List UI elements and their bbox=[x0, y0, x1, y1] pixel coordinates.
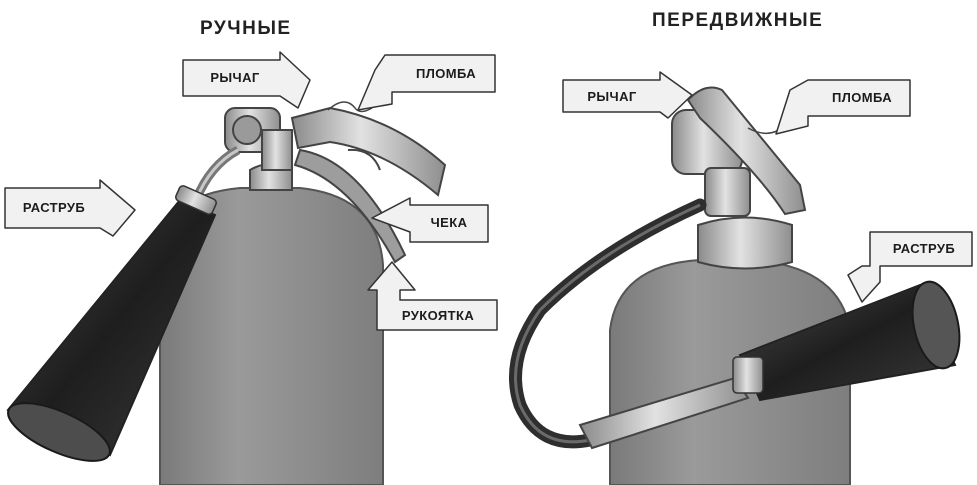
label-right-seal: ПЛОМБА bbox=[818, 90, 906, 105]
right-horn-clamp bbox=[733, 357, 763, 393]
left-lever bbox=[292, 108, 445, 195]
label-left-seal: ПЛОМБА bbox=[400, 66, 492, 81]
label-right-lever: РЫЧАГ bbox=[568, 89, 656, 104]
label-left-horn: РАСТРУБ bbox=[10, 200, 98, 215]
label-left-pin: ЧЕКА bbox=[412, 215, 486, 230]
label-left-lever: РЫЧАГ bbox=[196, 70, 274, 85]
heading-wheeled: ПЕРЕДВИЖНЫЕ bbox=[652, 10, 823, 32]
label-left-handle: РУКОЯТКА bbox=[382, 308, 494, 323]
heading-handheld: РУЧНЫЕ bbox=[200, 18, 292, 40]
right-valve-body bbox=[705, 168, 750, 216]
right-seal-arrow bbox=[776, 80, 910, 134]
left-valve-body bbox=[262, 130, 292, 170]
label-right-horn: РАСТРУБ bbox=[880, 241, 968, 256]
left-seal-arrow bbox=[358, 55, 495, 110]
left-valve-cap bbox=[233, 116, 261, 144]
right-collar bbox=[698, 218, 792, 269]
wheeled-extinguisher bbox=[516, 88, 967, 485]
